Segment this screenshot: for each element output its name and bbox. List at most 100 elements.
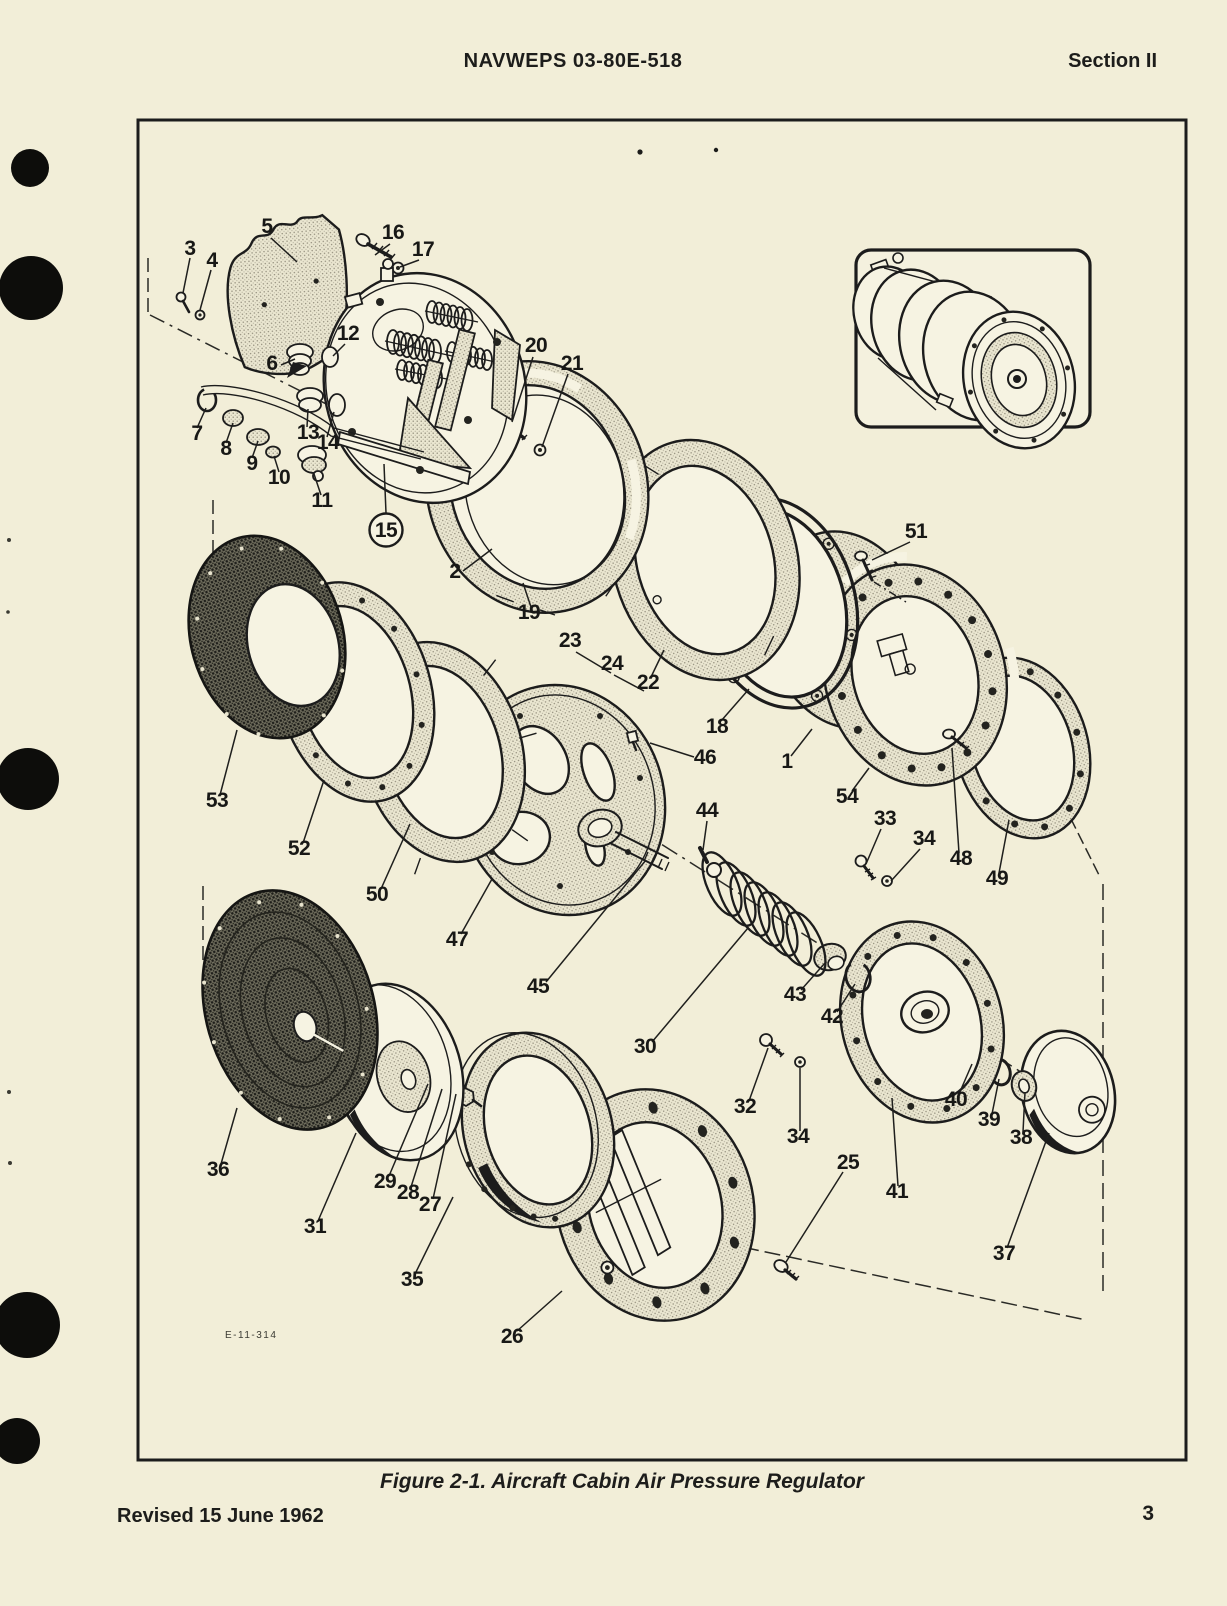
callout: 22	[637, 671, 659, 694]
callout: 21	[561, 352, 584, 375]
callout: 17	[412, 238, 434, 261]
callout: 33	[874, 807, 896, 830]
callout: 29	[374, 1170, 396, 1193]
part-10-nut	[265, 445, 281, 459]
callout: 32	[734, 1095, 756, 1118]
callout: 46	[694, 746, 716, 769]
part-34-washer-lower	[794, 1056, 806, 1068]
lever-wire	[200, 362, 425, 460]
callout: 50	[366, 883, 388, 906]
part-4-washer	[194, 309, 206, 321]
callout: 25	[837, 1151, 860, 1174]
part-22-ring	[609, 438, 801, 682]
part-44-pin	[698, 846, 722, 878]
callout: 13	[297, 421, 319, 444]
callout: 49	[986, 867, 1008, 890]
callout: 43	[784, 983, 806, 1006]
leader-lines	[182, 237, 1050, 1332]
callout: 19	[518, 601, 540, 624]
callout: 35	[401, 1268, 424, 1291]
part-13-fitting	[296, 387, 324, 413]
revision-date: Revised 15 June 1962	[117, 1505, 324, 1527]
callout: 3	[184, 237, 195, 260]
callout: 28	[397, 1181, 420, 1204]
section-label: Section II	[1068, 50, 1157, 72]
callout: 24	[601, 652, 624, 675]
part-16-bolt	[355, 233, 396, 261]
callout: 30	[634, 1035, 656, 1058]
part-14-washer	[328, 393, 346, 417]
part-42-ring	[844, 960, 872, 994]
part-21-washer	[533, 443, 547, 457]
callout: 11	[311, 489, 333, 512]
callout: 52	[288, 837, 310, 860]
callout: 41	[886, 1180, 909, 1203]
callout: 16	[382, 221, 404, 244]
part-30-spring	[701, 851, 827, 977]
part-17-washer	[391, 261, 405, 275]
callout: 2	[449, 560, 460, 583]
part-38-washer	[1010, 1070, 1038, 1102]
callout: 54	[836, 785, 859, 808]
callout: 6	[266, 352, 277, 375]
callout: 51	[905, 520, 928, 543]
callout-15-circle	[368, 512, 404, 548]
callout: 20	[525, 334, 547, 357]
part-45-shaft	[577, 808, 670, 872]
part-32-screw	[759, 1033, 785, 1058]
part-8-nut	[222, 409, 244, 427]
punch-holes	[0, 147, 719, 1464]
part-37-dome	[1019, 1029, 1117, 1155]
inset-assembled-view	[852, 248, 1092, 450]
figure-caption: Figure 2-1. Aircraft Cabin Air Pressure …	[380, 1470, 864, 1493]
part-34-washer	[881, 875, 893, 887]
part-7-ring	[196, 387, 218, 413]
part-36-diaphragm	[201, 889, 379, 1131]
figure-border	[136, 118, 1188, 1462]
callout: 27	[419, 1193, 441, 1216]
part-48-screw	[942, 728, 970, 751]
document-number: NAVWEPS 03-80E-518	[463, 50, 683, 72]
callout: 31	[304, 1215, 327, 1238]
part-9-nut	[246, 428, 270, 446]
callout: 23	[559, 629, 581, 652]
callout: 1	[781, 750, 793, 773]
part-35-ring-housing	[453, 1031, 616, 1229]
callout: 48	[950, 847, 973, 870]
callout: 34	[913, 827, 936, 850]
part-53-diaphragm	[187, 534, 347, 740]
part-33-screw	[854, 854, 877, 881]
callout: 42	[821, 1005, 843, 1028]
part-15-head-assembly	[322, 258, 528, 514]
page-number: 3	[1142, 1502, 1154, 1525]
callout: 5	[261, 215, 273, 238]
callout: 38	[1010, 1126, 1033, 1149]
callout: 26	[501, 1325, 523, 1348]
callout: 7	[191, 422, 202, 445]
callout: 10	[268, 466, 290, 489]
callout: 40	[945, 1088, 967, 1111]
callout: 47	[446, 928, 468, 951]
callout-numbers: 3 4 5 16 17 12 6 20 21 7 8 9 13 14 10 11…	[184, 215, 1033, 1348]
part-41-plate	[838, 920, 1006, 1124]
callout: 14	[317, 431, 340, 454]
callout: 9	[246, 452, 257, 475]
callout: 36	[207, 1158, 229, 1181]
part-3-screw	[175, 291, 191, 314]
callout: 37	[993, 1242, 1015, 1265]
part-43-retainer	[813, 942, 847, 972]
callout: 44	[696, 799, 719, 822]
part-25-screw	[773, 1259, 800, 1281]
callout: 39	[978, 1108, 1000, 1131]
drawing-number: E-11-314	[225, 1330, 277, 1341]
callout: 4	[206, 249, 218, 272]
callout: 53	[206, 789, 228, 812]
callout: 34	[787, 1125, 810, 1148]
callout: 12	[337, 322, 359, 345]
part-12-washer	[321, 346, 339, 368]
callout: 8	[220, 437, 232, 460]
callout: 45	[527, 975, 550, 998]
callout: 18	[706, 715, 729, 738]
